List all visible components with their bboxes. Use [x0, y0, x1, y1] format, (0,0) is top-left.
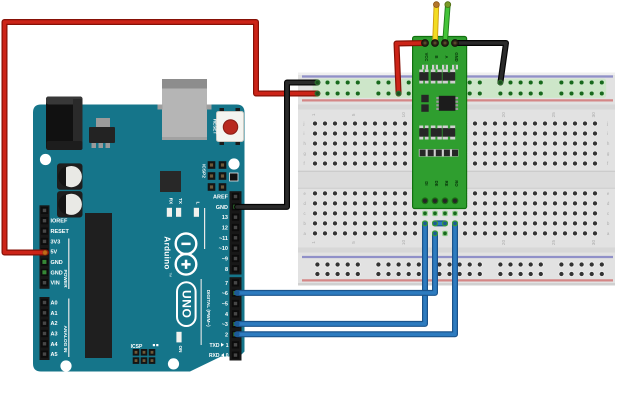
svg-text:j: j [303, 121, 305, 126]
svg-text:VCC: VCC [424, 53, 429, 62]
svg-text:8: 8 [225, 267, 228, 273]
svg-text:ANALOG IN: ANALOG IN [62, 326, 68, 353]
svg-text:A2: A2 [51, 321, 58, 327]
svg-text:GND: GND [216, 205, 228, 211]
svg-text:ICSP2: ICSP2 [201, 164, 207, 178]
svg-text:A1: A1 [51, 311, 58, 317]
svg-text:b: b [304, 221, 307, 226]
svg-text:ON: ON [178, 346, 183, 354]
svg-text:GND: GND [51, 270, 63, 276]
svg-text:GND: GND [454, 52, 459, 61]
svg-text:20: 20 [501, 240, 506, 246]
svg-text:30: 30 [591, 240, 596, 246]
svg-text:ICSP: ICSP [131, 344, 143, 350]
svg-text:3V3: 3V3 [51, 239, 61, 245]
svg-text:Arduino: Arduino [163, 236, 172, 269]
svg-text:TM: TM [169, 273, 173, 278]
svg-text:A0: A0 [51, 301, 58, 307]
svg-text:B: B [434, 55, 439, 58]
svg-text:~9: ~9 [222, 257, 228, 263]
svg-text:a: a [607, 231, 610, 236]
svg-text:A: A [444, 55, 449, 58]
svg-text:h: h [607, 141, 610, 146]
svg-text:1: 1 [311, 241, 316, 244]
svg-text:0: 0 [226, 353, 229, 359]
svg-text:h: h [304, 141, 307, 146]
svg-text:TXD: TXD [210, 343, 220, 349]
svg-text:i: i [607, 131, 608, 136]
svg-text:a: a [304, 231, 307, 236]
svg-text:30: 30 [591, 112, 596, 118]
svg-text:TX: TX [178, 198, 183, 205]
svg-text:j: j [606, 121, 608, 126]
svg-text:~10: ~10 [219, 246, 228, 252]
svg-text:DIGITAL (PWM~): DIGITAL (PWM~) [206, 290, 211, 327]
svg-text:1: 1 [226, 343, 229, 349]
svg-text:5V: 5V [51, 250, 58, 256]
svg-text:RESET: RESET [51, 229, 70, 235]
svg-text:5: 5 [351, 113, 356, 116]
svg-text:~5: ~5 [222, 302, 228, 308]
svg-text:c: c [607, 211, 609, 216]
svg-text:RE: RE [444, 181, 449, 187]
svg-text:d: d [304, 201, 307, 206]
svg-text:c: c [304, 211, 306, 216]
svg-text:d: d [607, 201, 610, 206]
svg-text:10: 10 [401, 112, 406, 118]
svg-text:i: i [304, 131, 305, 136]
svg-text:AREF: AREF [213, 195, 229, 201]
svg-text:e: e [607, 191, 610, 196]
svg-text:4: 4 [225, 312, 229, 318]
svg-text:7: 7 [225, 281, 228, 287]
svg-text:~11: ~11 [219, 236, 228, 242]
svg-text:RXD: RXD [209, 353, 220, 359]
svg-text:VIN: VIN [51, 281, 60, 287]
svg-text:f: f [607, 161, 609, 166]
svg-text:L: L [196, 202, 201, 205]
svg-text:GND: GND [51, 260, 63, 266]
svg-text:e: e [304, 191, 307, 196]
svg-text:5: 5 [351, 241, 356, 244]
svg-text:b: b [607, 221, 610, 226]
svg-text:1: 1 [311, 113, 316, 116]
svg-text:12: 12 [222, 226, 228, 232]
svg-text:RX: RX [169, 198, 174, 205]
svg-text:25: 25 [551, 112, 556, 118]
svg-text:POWER: POWER [62, 269, 68, 288]
svg-text:A3: A3 [51, 332, 58, 338]
svg-text:UNO: UNO [180, 290, 194, 318]
svg-text:25: 25 [551, 240, 556, 246]
svg-text:g: g [304, 151, 307, 156]
svg-text:g: g [607, 151, 610, 156]
svg-text:2: 2 [225, 332, 228, 338]
svg-text:RESET: RESET [213, 119, 218, 135]
svg-text:f: f [304, 161, 306, 166]
svg-text:DI: DI [424, 181, 429, 185]
svg-text:A4: A4 [51, 342, 59, 348]
svg-text:~6: ~6 [222, 291, 228, 297]
svg-text:DE: DE [434, 181, 439, 187]
svg-text:RO: RO [454, 180, 459, 187]
svg-text:20: 20 [501, 112, 506, 118]
svg-text:10: 10 [401, 240, 406, 246]
svg-text:13: 13 [222, 215, 228, 221]
svg-text:IOREF: IOREF [51, 219, 68, 225]
svg-text:~3: ~3 [222, 322, 228, 328]
svg-text:A5: A5 [51, 352, 58, 358]
